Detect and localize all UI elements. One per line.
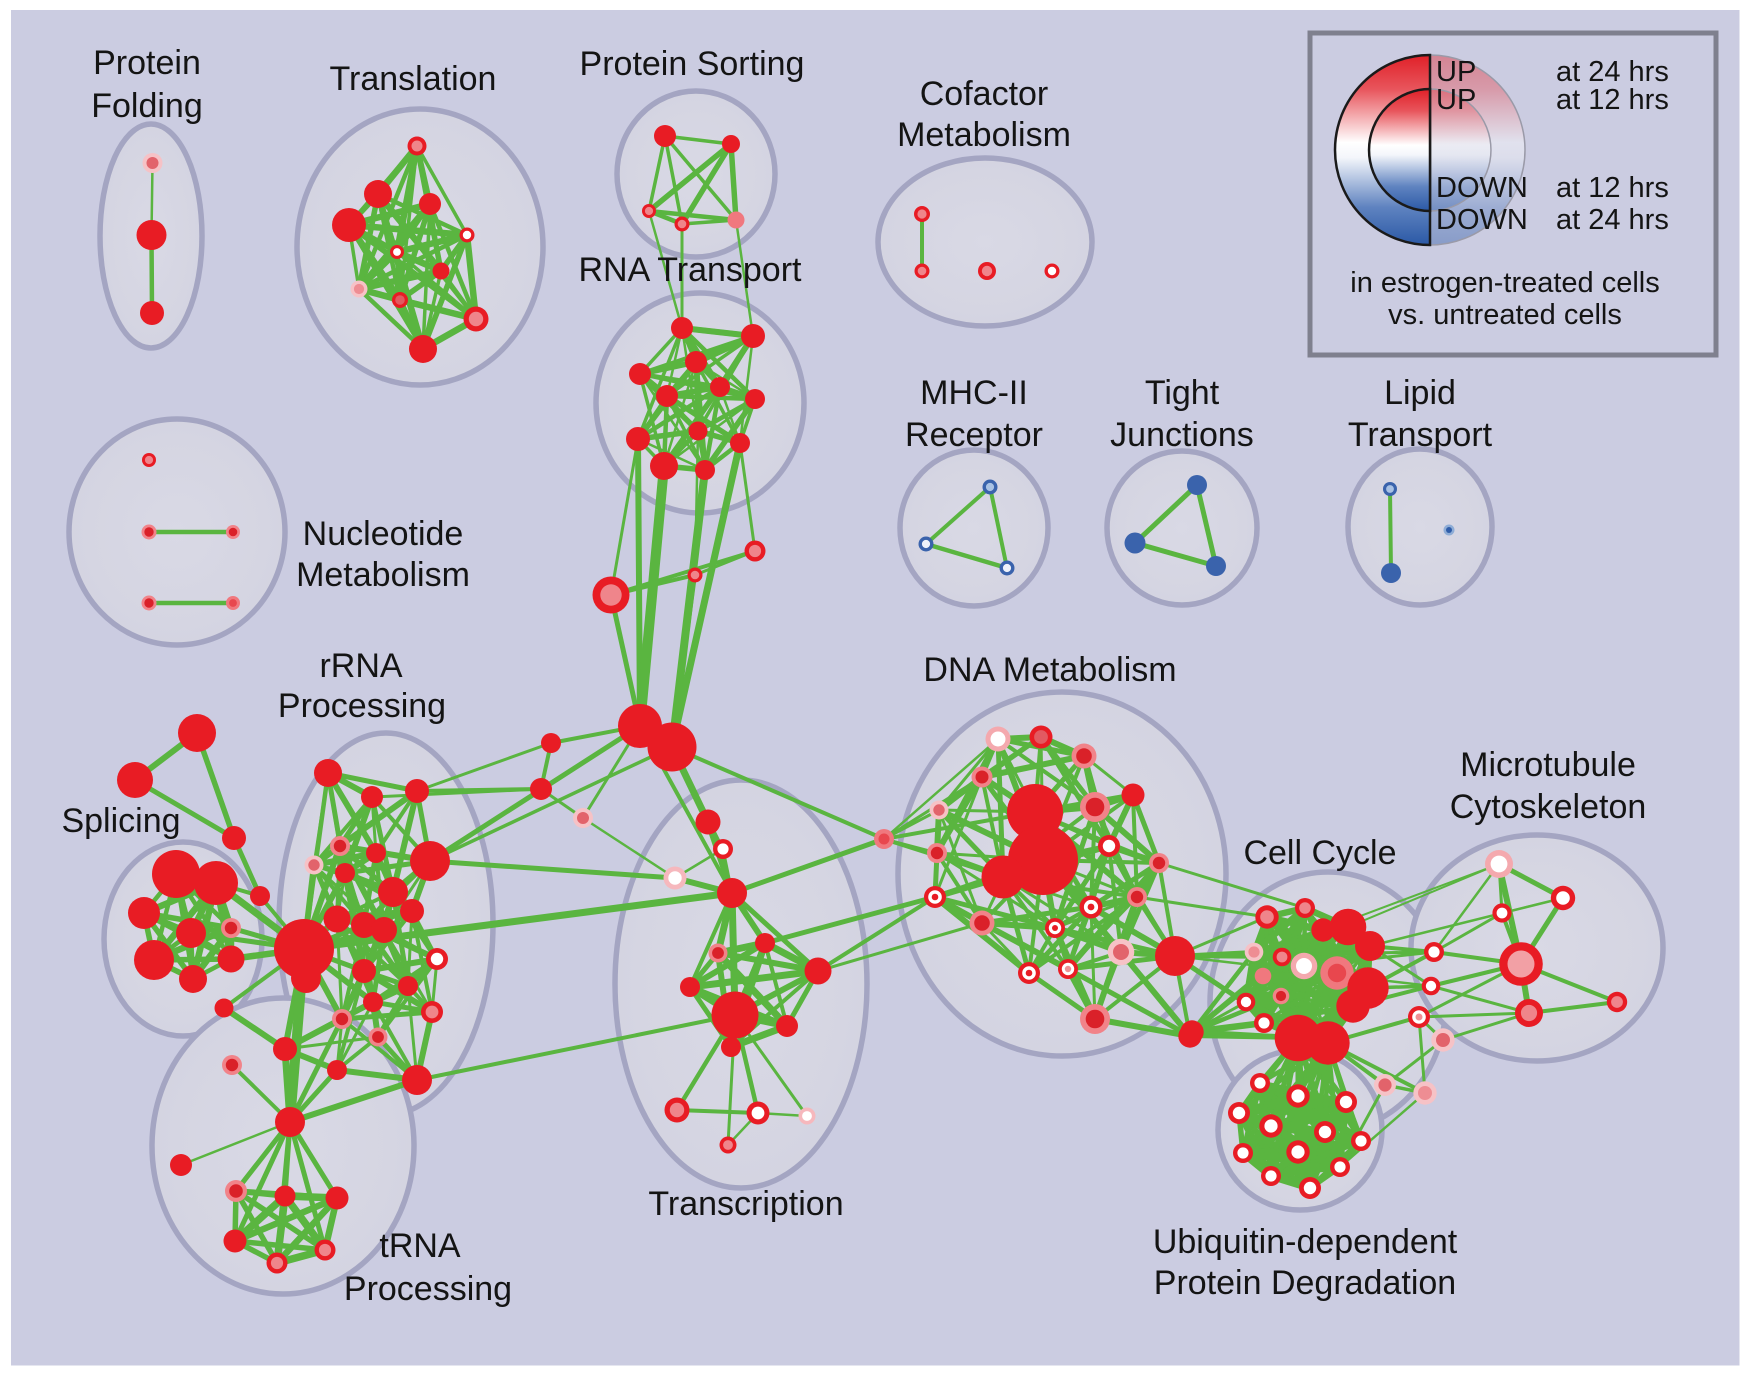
svg-text:Folding: Folding xyxy=(91,87,203,125)
svg-text:in estrogen-treated cells: in estrogen-treated cells xyxy=(1350,267,1660,299)
svg-text:Metabolism: Metabolism xyxy=(897,116,1071,154)
svg-text:UP: UP xyxy=(1436,56,1476,88)
svg-text:Transcription: Transcription xyxy=(648,1185,843,1223)
svg-text:vs. untreated cells: vs. untreated cells xyxy=(1388,299,1622,331)
svg-text:Receptor: Receptor xyxy=(905,416,1043,454)
svg-text:UP: UP xyxy=(1436,84,1476,116)
svg-text:Nucleotide: Nucleotide xyxy=(303,515,464,553)
svg-text:Processing: Processing xyxy=(344,1270,512,1308)
svg-text:Transport: Transport xyxy=(1348,416,1493,454)
svg-text:DOWN: DOWN xyxy=(1436,204,1528,236)
svg-text:DOWN: DOWN xyxy=(1436,172,1528,204)
svg-text:Protein Sorting: Protein Sorting xyxy=(580,45,805,83)
svg-text:Splicing: Splicing xyxy=(61,802,180,840)
svg-text:rRNA: rRNA xyxy=(319,647,402,685)
svg-text:RNA Transport: RNA Transport xyxy=(579,251,803,289)
svg-text:Cofactor: Cofactor xyxy=(920,75,1049,113)
svg-text:tRNA: tRNA xyxy=(379,1227,461,1265)
svg-text:at 24 hrs: at 24 hrs xyxy=(1556,204,1669,236)
svg-text:DNA Metabolism: DNA Metabolism xyxy=(923,651,1176,689)
svg-text:Junctions: Junctions xyxy=(1110,416,1254,454)
svg-text:Protein: Protein xyxy=(93,44,201,82)
svg-text:at 12 hrs: at 12 hrs xyxy=(1556,84,1669,116)
svg-text:Ubiquitin-dependent: Ubiquitin-dependent xyxy=(1153,1223,1458,1261)
svg-text:at 12 hrs: at 12 hrs xyxy=(1556,172,1669,204)
svg-text:Cytoskeleton: Cytoskeleton xyxy=(1450,788,1647,826)
svg-text:Tight: Tight xyxy=(1145,374,1220,412)
svg-text:Metabolism: Metabolism xyxy=(296,556,470,594)
svg-text:Translation: Translation xyxy=(330,60,497,98)
svg-text:at 24 hrs: at 24 hrs xyxy=(1556,56,1669,88)
svg-text:Protein Degradation: Protein Degradation xyxy=(1154,1264,1456,1302)
svg-text:Processing: Processing xyxy=(278,687,446,725)
svg-text:MHC-II: MHC-II xyxy=(920,374,1028,412)
svg-text:Microtubule: Microtubule xyxy=(1460,746,1636,784)
svg-text:Cell Cycle: Cell Cycle xyxy=(1243,834,1396,872)
svg-text:Lipid: Lipid xyxy=(1384,374,1456,412)
